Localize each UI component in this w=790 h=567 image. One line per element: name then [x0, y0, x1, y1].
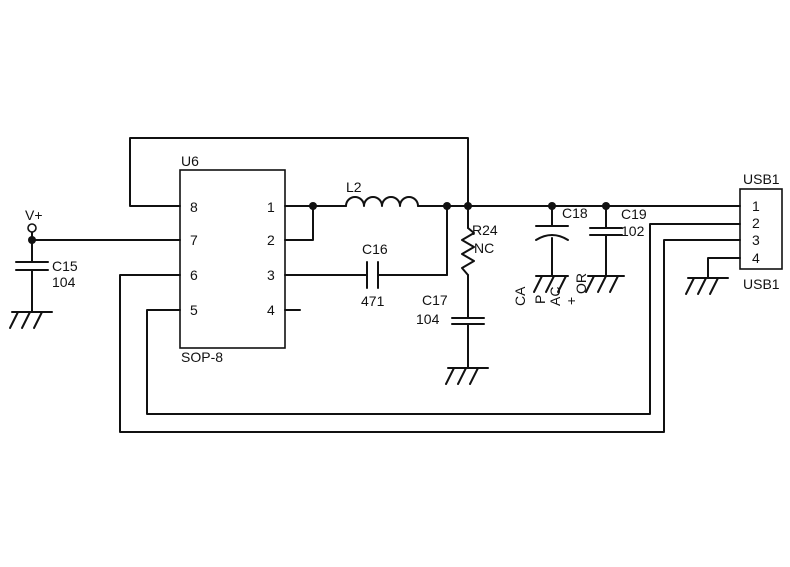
c18-ref: C18 — [562, 205, 588, 221]
chip-ref: U6 — [181, 153, 199, 169]
c16-value: 471 — [361, 293, 385, 309]
capacitor-c19: C19 102 — [589, 206, 647, 239]
ground-icon — [533, 275, 569, 293]
connector-pin-1: 1 — [752, 198, 760, 214]
capacitor-c17: C17 104 — [416, 292, 485, 327]
r24-value: NC — [474, 240, 494, 256]
connector-ref-bottom: USB1 — [743, 276, 780, 292]
wires — [31, 137, 741, 433]
chip-u6: U6 SOP-8 8 7 6 5 1 2 3 4 — [179, 153, 286, 365]
supply-terminal: V+ — [25, 207, 43, 233]
ground-symbols — [9, 275, 729, 385]
ground-icon — [445, 367, 489, 385]
junction-dot — [28, 236, 36, 244]
wire-pin8-loop — [129, 137, 469, 207]
resistor-zigzag-icon — [461, 227, 475, 276]
c16-ref: C16 — [362, 241, 388, 257]
capacitor-curved-plate-icon — [535, 234, 569, 241]
c19-value: 102 — [621, 223, 645, 239]
connector-ref-top: USB1 — [743, 171, 780, 187]
r24-ref: R24 — [472, 222, 498, 238]
connector-usb1: USB1 USB1 1 2 3 4 — [739, 171, 783, 292]
junction-dot — [602, 202, 610, 210]
c18-rotated-label: AC — [547, 287, 563, 306]
inductor-l2: L2 — [345, 179, 419, 207]
chip-pin-2: 2 — [267, 232, 275, 248]
ground-icon — [9, 311, 53, 329]
junction-dot — [443, 202, 451, 210]
wire-usb4-gnd — [707, 257, 741, 279]
c17-ref: C17 — [422, 292, 448, 308]
chip-pin-8: 8 — [190, 199, 198, 215]
c18-rotated-label: CA — [512, 286, 528, 306]
junctions — [28, 202, 610, 244]
terminal-circle-icon — [27, 223, 37, 233]
c15-ref: C15 — [52, 258, 78, 274]
ground-icon — [585, 275, 625, 293]
c15-value: 104 — [52, 274, 76, 290]
supply-label: V+ — [25, 207, 43, 223]
chip-pin-7: 7 — [190, 232, 198, 248]
chip-pin-6: 6 — [190, 267, 198, 283]
l2-ref: L2 — [346, 179, 362, 195]
junction-dot — [309, 202, 317, 210]
connector-pin-2: 2 — [752, 215, 760, 231]
junction-dot — [548, 202, 556, 210]
capacitor-c18: C18 CA P AC + OR — [512, 205, 589, 306]
resistor-r24: R24 NC — [461, 222, 498, 276]
c18-rotated-label: P — [532, 295, 548, 304]
c19-ref: C19 — [621, 206, 647, 222]
wire-pin2 — [284, 205, 314, 241]
c18-rotated-label: OR — [573, 273, 589, 294]
chip-package: SOP-8 — [181, 349, 223, 365]
inductor-coil-icon — [345, 196, 419, 207]
c18-rotated-label: + — [563, 297, 579, 305]
connector-pin-4: 4 — [752, 250, 760, 266]
wire-pin5-usb2 — [146, 223, 741, 415]
c17-value: 104 — [416, 311, 440, 327]
ground-icon — [685, 277, 729, 295]
chip-body — [179, 169, 286, 349]
chip-pin-1: 1 — [267, 199, 275, 215]
wire-pin6-usb3 — [119, 239, 741, 433]
chip-pin-4: 4 — [267, 302, 275, 318]
chip-pin-5: 5 — [190, 302, 198, 318]
capacitor-c16: C16 471 — [361, 241, 388, 309]
chip-pin-3: 3 — [267, 267, 275, 283]
connector-pin-3: 3 — [752, 232, 760, 248]
connector-body — [739, 188, 783, 270]
junction-dot — [464, 202, 472, 210]
capacitor-c15: C15 104 — [15, 258, 78, 290]
